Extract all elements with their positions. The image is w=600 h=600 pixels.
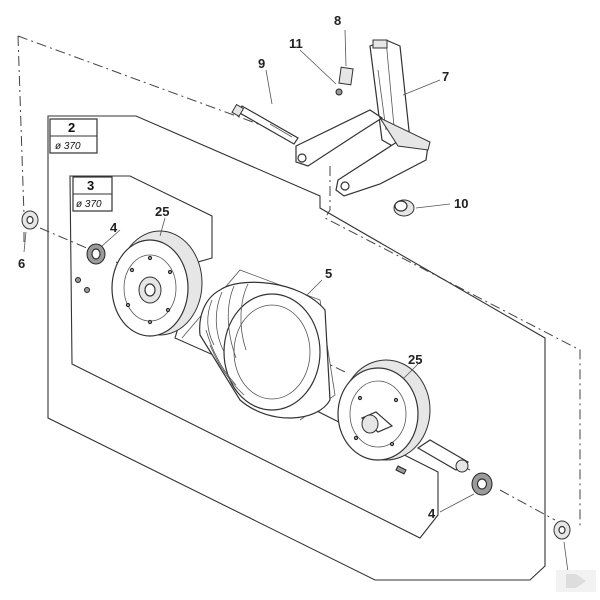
rim-half-right-part (337, 359, 431, 461)
group-2-number: 2 (68, 120, 75, 135)
callout-25-right: 25 (408, 352, 422, 367)
assembly-boundary-dashed (17, 35, 581, 528)
callout-9: 9 (258, 56, 265, 71)
washer-right-part (553, 520, 571, 540)
callout-7: 7 (442, 69, 449, 84)
leader-lines (23, 29, 569, 573)
callout-25-left: 25 (155, 204, 169, 219)
callout-4-right: 4 (428, 506, 436, 521)
bearing-left-part (86, 243, 106, 265)
axle-sleeve-part (416, 439, 470, 473)
callout-4-left: 4 (110, 220, 118, 235)
bearing-right-part (471, 472, 493, 496)
callout-11: 11 (289, 36, 303, 51)
clip-part (335, 66, 354, 96)
callout-5: 5 (325, 266, 332, 281)
cap-nut-part (393, 199, 415, 217)
washer-left-part (21, 210, 39, 230)
group-3-number: 3 (87, 178, 94, 193)
fork-bracket-part (295, 39, 431, 197)
callout-10: 10 (454, 196, 468, 211)
watermark-logo-mark (566, 574, 586, 588)
screw-left-a (75, 277, 81, 283)
callout-6-left: 6 (18, 256, 25, 271)
group-outline-2 (47, 115, 546, 581)
tyre-part (199, 281, 331, 419)
bolt-part (231, 103, 299, 145)
screw-right (395, 465, 407, 475)
callout-8: 8 (334, 13, 341, 28)
group-2-diameter: ø 370 (55, 141, 81, 152)
screw-left-b (84, 287, 90, 293)
rim-half-left-part (111, 230, 203, 337)
group-2-label-box: 2 ø 370 (49, 118, 98, 154)
group-3-label-box: 3 ø 370 (72, 176, 113, 212)
group-3-diameter: ø 370 (76, 199, 102, 210)
